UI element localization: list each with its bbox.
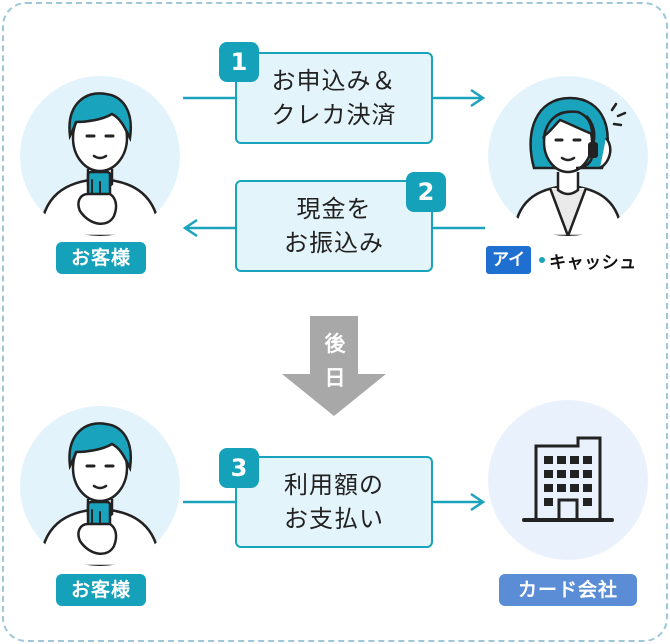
brand-dot <box>539 257 546 263</box>
step3-line1: 利用額の <box>284 471 384 499</box>
customer-icon <box>38 422 162 566</box>
company-circle <box>488 400 648 560</box>
later-char1: 後 <box>324 332 346 356</box>
operator-circle <box>488 76 648 236</box>
office-building-icon <box>522 436 614 522</box>
customer-circle-top <box>20 76 180 236</box>
step1-box: お申込み＆ クレカ決済 <box>235 52 433 144</box>
step2-badge: 2 <box>406 172 446 212</box>
customer-tag-bottom: お客様 <box>56 574 146 606</box>
step1-badge: 1 <box>219 42 259 82</box>
customer-tag-top: お客様 <box>56 242 146 274</box>
arrow-down-icon <box>282 316 386 416</box>
brand-part2: キャッシュ <box>549 252 637 273</box>
brand-logo: アイ キャッシュ <box>486 246 637 274</box>
later-char2: 日 <box>324 366 346 390</box>
brand-part1: アイ <box>486 246 532 274</box>
step3-box: 利用額の お支払い <box>235 456 433 548</box>
customer-circle-bottom <box>20 406 180 566</box>
customer-icon <box>38 92 162 236</box>
step2-box: 現金を お振込み <box>235 180 433 272</box>
company-tag: カード会社 <box>499 574 637 606</box>
step3-badge: 3 <box>219 448 259 488</box>
step2-line2: お振込み <box>284 229 384 257</box>
step1-line2: クレカ決済 <box>271 101 397 129</box>
step3-line2: お支払い <box>284 505 384 533</box>
step1-line1: お申込み＆ <box>271 67 397 95</box>
step2-line1: 現金を <box>296 195 372 223</box>
operator-icon <box>512 96 627 236</box>
